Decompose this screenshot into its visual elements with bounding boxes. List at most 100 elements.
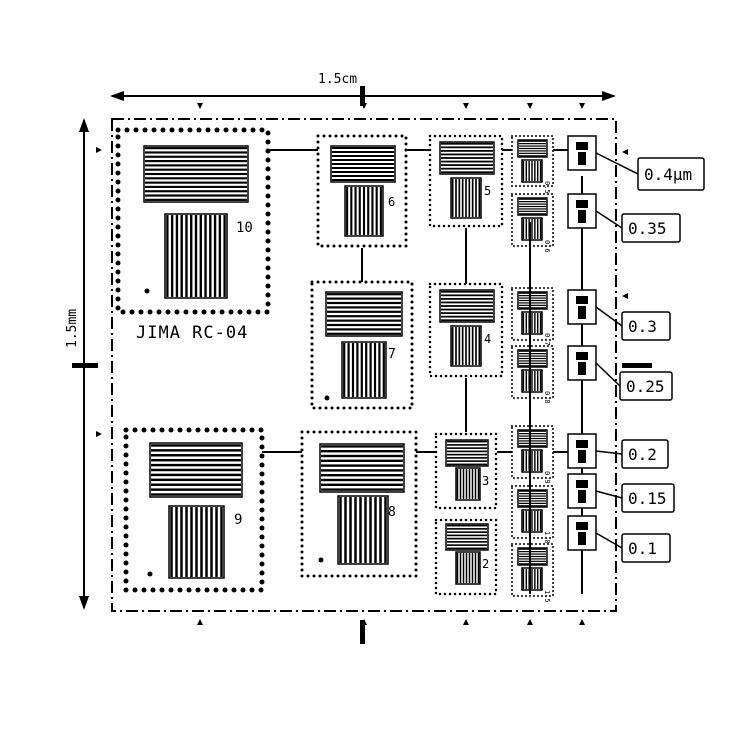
- frame-marker: [197, 619, 203, 625]
- frame-marker: [579, 619, 585, 625]
- mini-horizontal-lines: [576, 352, 588, 360]
- vertical-line: [534, 371, 536, 391]
- horizontal-line: [519, 440, 546, 442]
- vertical-line: [468, 469, 471, 499]
- vertical-line: [218, 215, 222, 297]
- horizontal-line: [519, 152, 546, 154]
- vertical-line: [194, 215, 198, 297]
- vertical-line: [175, 507, 178, 577]
- horizontal-line: [519, 198, 546, 200]
- vertical-line: [474, 469, 477, 499]
- pattern-p4: 4: [428, 282, 504, 378]
- mini-vertical-lines: [578, 450, 586, 463]
- horizontal-line: [519, 155, 546, 157]
- horizontal-line: [332, 147, 394, 149]
- horizontal-line: [519, 437, 546, 440]
- pattern-label: 4: [484, 332, 491, 346]
- pattern-frame: [511, 485, 554, 539]
- horizontal-line: [441, 319, 493, 322]
- frame-marker: [527, 619, 533, 625]
- horizontal-line: [447, 457, 487, 459]
- mini-horizontal-lines: [576, 440, 588, 448]
- horizontal-line: [145, 164, 247, 167]
- pattern-p5: 5: [428, 134, 504, 228]
- horizontal-line: [519, 365, 546, 367]
- horizontal-line: [145, 177, 247, 180]
- horizontal-line: [519, 497, 546, 500]
- horizontal-line: [519, 297, 546, 299]
- horizontal-line: [519, 495, 546, 497]
- horizontal-line: [321, 445, 403, 448]
- horizontal-line: [145, 185, 247, 188]
- horizontal-line-pattern-box: [330, 145, 396, 183]
- pattern-frame: [511, 287, 554, 341]
- callout-box: [621, 483, 675, 513]
- vertical-line: [364, 497, 367, 563]
- vertical-line: [360, 343, 363, 397]
- vertical-line: [458, 179, 461, 217]
- horizontal-line: [332, 159, 394, 161]
- vertical-line: [471, 553, 474, 583]
- horizontal-line: [441, 305, 493, 307]
- vertical-line: [459, 469, 462, 499]
- vertical-line: [522, 313, 525, 333]
- pattern-p6: 6: [316, 134, 408, 248]
- height-dimension: 1.5mm: [65, 118, 98, 610]
- horizontal-line: [327, 332, 401, 335]
- vertical-line: [344, 497, 347, 563]
- horizontal-line: [447, 531, 487, 533]
- vertical-line: [525, 313, 527, 333]
- vertical-line: [358, 187, 361, 235]
- horizontal-line: [519, 353, 546, 355]
- pattern-frame: [434, 432, 498, 510]
- vertical-line: [478, 327, 481, 365]
- horizontal-line: [327, 328, 401, 331]
- vertical-line: [475, 179, 477, 217]
- vertical-line-pattern-box: [455, 467, 481, 501]
- callout-label: 0.4μm: [644, 165, 692, 184]
- frame-marker: [361, 619, 367, 625]
- horizontal-line: [151, 463, 241, 467]
- frame-side-marks: [360, 363, 652, 644]
- callout-label: 0.25: [626, 377, 665, 396]
- horizontal-line: [519, 360, 546, 362]
- horizontal-line: [519, 362, 546, 364]
- frame-marker: [527, 103, 533, 109]
- vertical-line: [374, 497, 377, 563]
- vertical-line: [477, 553, 480, 583]
- horizontal-line-pattern-box: [319, 443, 405, 493]
- pattern-label: 9: [234, 512, 242, 528]
- vertical-line: [459, 553, 462, 583]
- vertical-line: [455, 327, 457, 365]
- vertical-line: [525, 569, 527, 589]
- vertical-line: [462, 469, 465, 499]
- mini-vertical-lines: [578, 152, 586, 165]
- horizontal-line: [519, 433, 546, 435]
- vertical-line: [474, 553, 477, 583]
- mini-vertical-lines: [578, 532, 586, 545]
- frame-marker: [622, 149, 628, 155]
- vertical-line: [537, 569, 539, 589]
- horizontal-line-pattern-box: [439, 289, 495, 323]
- pattern-frame: [511, 193, 554, 247]
- pattern-frame: [511, 135, 554, 187]
- pattern-label: 10: [236, 220, 253, 236]
- vertical-line: [349, 497, 352, 563]
- vertical-line: [528, 511, 530, 531]
- vertical-line-pattern-box: [521, 369, 543, 393]
- chart-outer-frame: [111, 118, 617, 612]
- vertical-line: [465, 553, 468, 583]
- horizontal-line: [321, 459, 403, 462]
- horizontal-line: [519, 307, 546, 309]
- vertical-line-pattern-box: [521, 311, 543, 335]
- horizontal-line: [327, 310, 401, 313]
- vertical-line: [534, 161, 536, 181]
- horizontal-line-pattern-box: [517, 489, 548, 508]
- width-center-tick: [360, 86, 365, 106]
- callout-c03: 0.3: [567, 289, 671, 341]
- pattern-frame: [511, 345, 554, 399]
- pattern-frame: [123, 427, 265, 593]
- callout-label: 0.35: [628, 219, 667, 238]
- pattern-label: 0.9: [543, 471, 551, 484]
